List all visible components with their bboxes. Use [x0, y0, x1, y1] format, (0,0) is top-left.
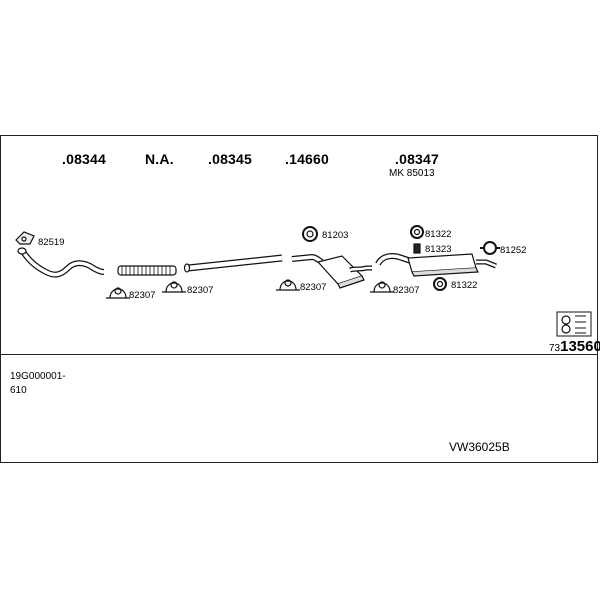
clamp-icon	[276, 279, 300, 291]
rubber-hanger-icon	[433, 277, 447, 291]
component-code: 81203	[322, 230, 349, 241]
center-pipe-icon	[183, 254, 283, 273]
component-code: 81252	[500, 245, 527, 256]
rubber-hanger-icon	[410, 225, 424, 239]
part-label-4: .14660	[285, 151, 330, 167]
component-code: 82519	[38, 237, 65, 248]
section-divider	[0, 354, 598, 355]
diagram-frame	[0, 135, 598, 463]
catalog-code-prefix: 73	[549, 343, 561, 354]
component-code: 81322	[425, 229, 452, 240]
flex-pipe-icon	[117, 265, 177, 276]
component-code: 81322	[451, 280, 478, 291]
component-code: 82307	[300, 282, 327, 293]
kit-code: VW36025B	[449, 440, 510, 454]
component-code: 81323	[425, 244, 452, 255]
mk-label: MK 85013	[389, 168, 435, 179]
rubber-hanger-icon	[480, 241, 500, 255]
serial-range: 19G000001-	[10, 371, 66, 382]
part-label-1: .08344	[62, 151, 107, 167]
gasket-icon	[15, 231, 35, 245]
part-label-3: .08345	[208, 151, 253, 167]
part-label-2: N.A.	[145, 151, 174, 167]
catalog-code-main: 13560	[560, 338, 600, 355]
clamp-icon	[106, 287, 130, 299]
component-code: 82307	[187, 285, 214, 296]
middle-muffler-icon	[291, 253, 372, 289]
catalog-code: 7313560	[549, 338, 600, 356]
front-pipe-icon	[17, 247, 105, 278]
rear-muffler-icon	[375, 253, 497, 277]
clamp-icon	[370, 281, 394, 293]
mounting-kit-icon	[556, 311, 592, 337]
clamp-icon	[162, 281, 186, 293]
part-label-5: .08347	[395, 151, 440, 167]
rubber-hanger-icon	[302, 226, 318, 242]
rubber-hanger-icon	[413, 243, 421, 254]
component-code: 82307	[129, 290, 156, 301]
component-code: 82307	[393, 285, 420, 296]
serial-range-end: 610	[10, 385, 27, 396]
